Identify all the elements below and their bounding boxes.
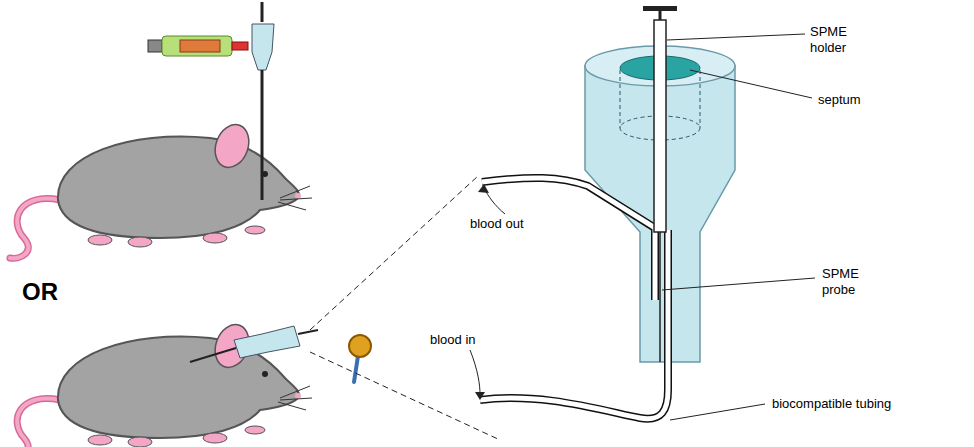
spme-holder (643, 6, 677, 362)
part-label: biocompatible tubing (772, 396, 891, 412)
part-label: SPME probe (822, 266, 882, 298)
implanted-device (190, 326, 318, 362)
arrowhead (475, 392, 485, 400)
rat-figure (10, 320, 312, 447)
zoom-line (310, 176, 478, 330)
or-label: OR (22, 278, 58, 306)
part-label: SPME holder (810, 24, 870, 56)
rat-figure (10, 120, 312, 258)
syringe (148, 2, 274, 200)
arrowhead (478, 184, 489, 193)
tubing (480, 178, 668, 419)
flow-label: blood out (470, 216, 524, 232)
leader-lines (470, 34, 815, 420)
flow-label: blood in (430, 332, 476, 348)
zoom-line (310, 352, 500, 440)
part-label: septum (818, 92, 861, 108)
spme-probe (659, 232, 661, 362)
